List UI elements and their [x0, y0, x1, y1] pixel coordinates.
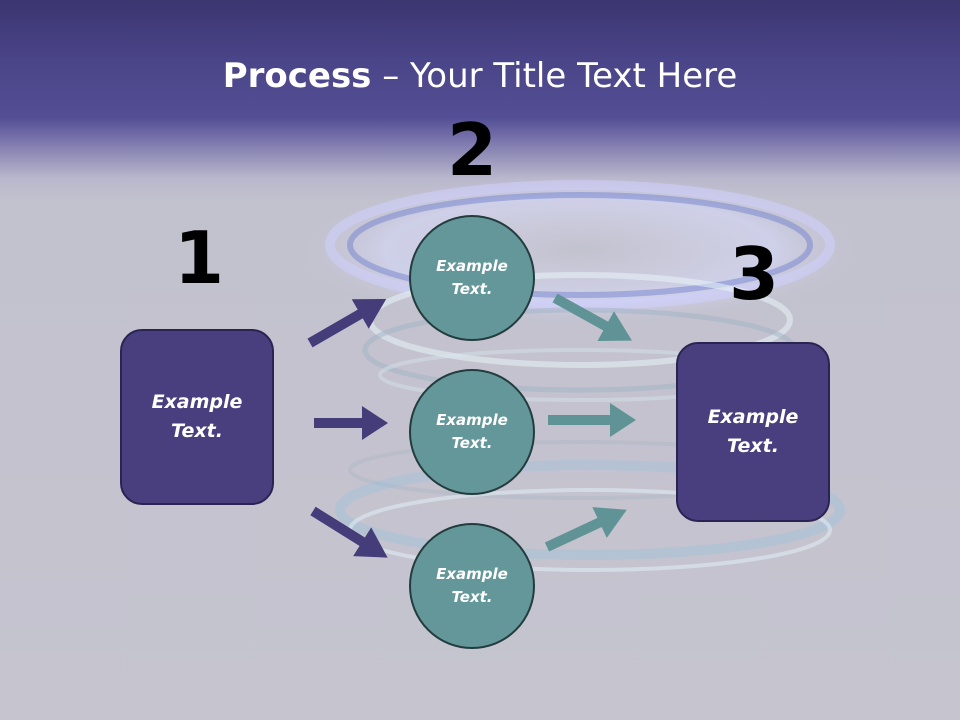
middle-circle-label: Example Text.: [436, 411, 508, 452]
step-number-3: 3: [728, 232, 780, 316]
step-number-1: 1: [173, 216, 225, 300]
bottom-circle-label: Example Text.: [436, 565, 508, 606]
step-number-2: 2: [446, 108, 498, 192]
left-box-label: Example Text.: [151, 391, 243, 442]
right-box: Example Text.: [676, 342, 830, 522]
top-circle: Example Text.: [409, 215, 535, 341]
arrow-bottom-circle-to-right-box: [544, 507, 627, 552]
arrow-middle-circle-to-right-box: [548, 403, 636, 437]
arrow-left-to-top-circle: [307, 299, 387, 348]
left-box: Example Text.: [120, 329, 274, 505]
arrow-left-to-middle-circle: [314, 406, 388, 440]
middle-circle: Example Text.: [409, 369, 535, 495]
top-circle-label: Example Text.: [436, 257, 508, 298]
right-box-label: Example Text.: [707, 406, 799, 457]
title-rest-part: – Your Title Text Here: [371, 56, 738, 96]
slide-title: Process – Your Title Text Here: [0, 56, 960, 96]
arrow-left-to-bottom-circle: [310, 506, 388, 558]
title-bold-part: Process: [222, 56, 372, 96]
bottom-circle: Example Text.: [409, 523, 535, 649]
arrow-top-circle-to-right-box: [552, 293, 632, 341]
